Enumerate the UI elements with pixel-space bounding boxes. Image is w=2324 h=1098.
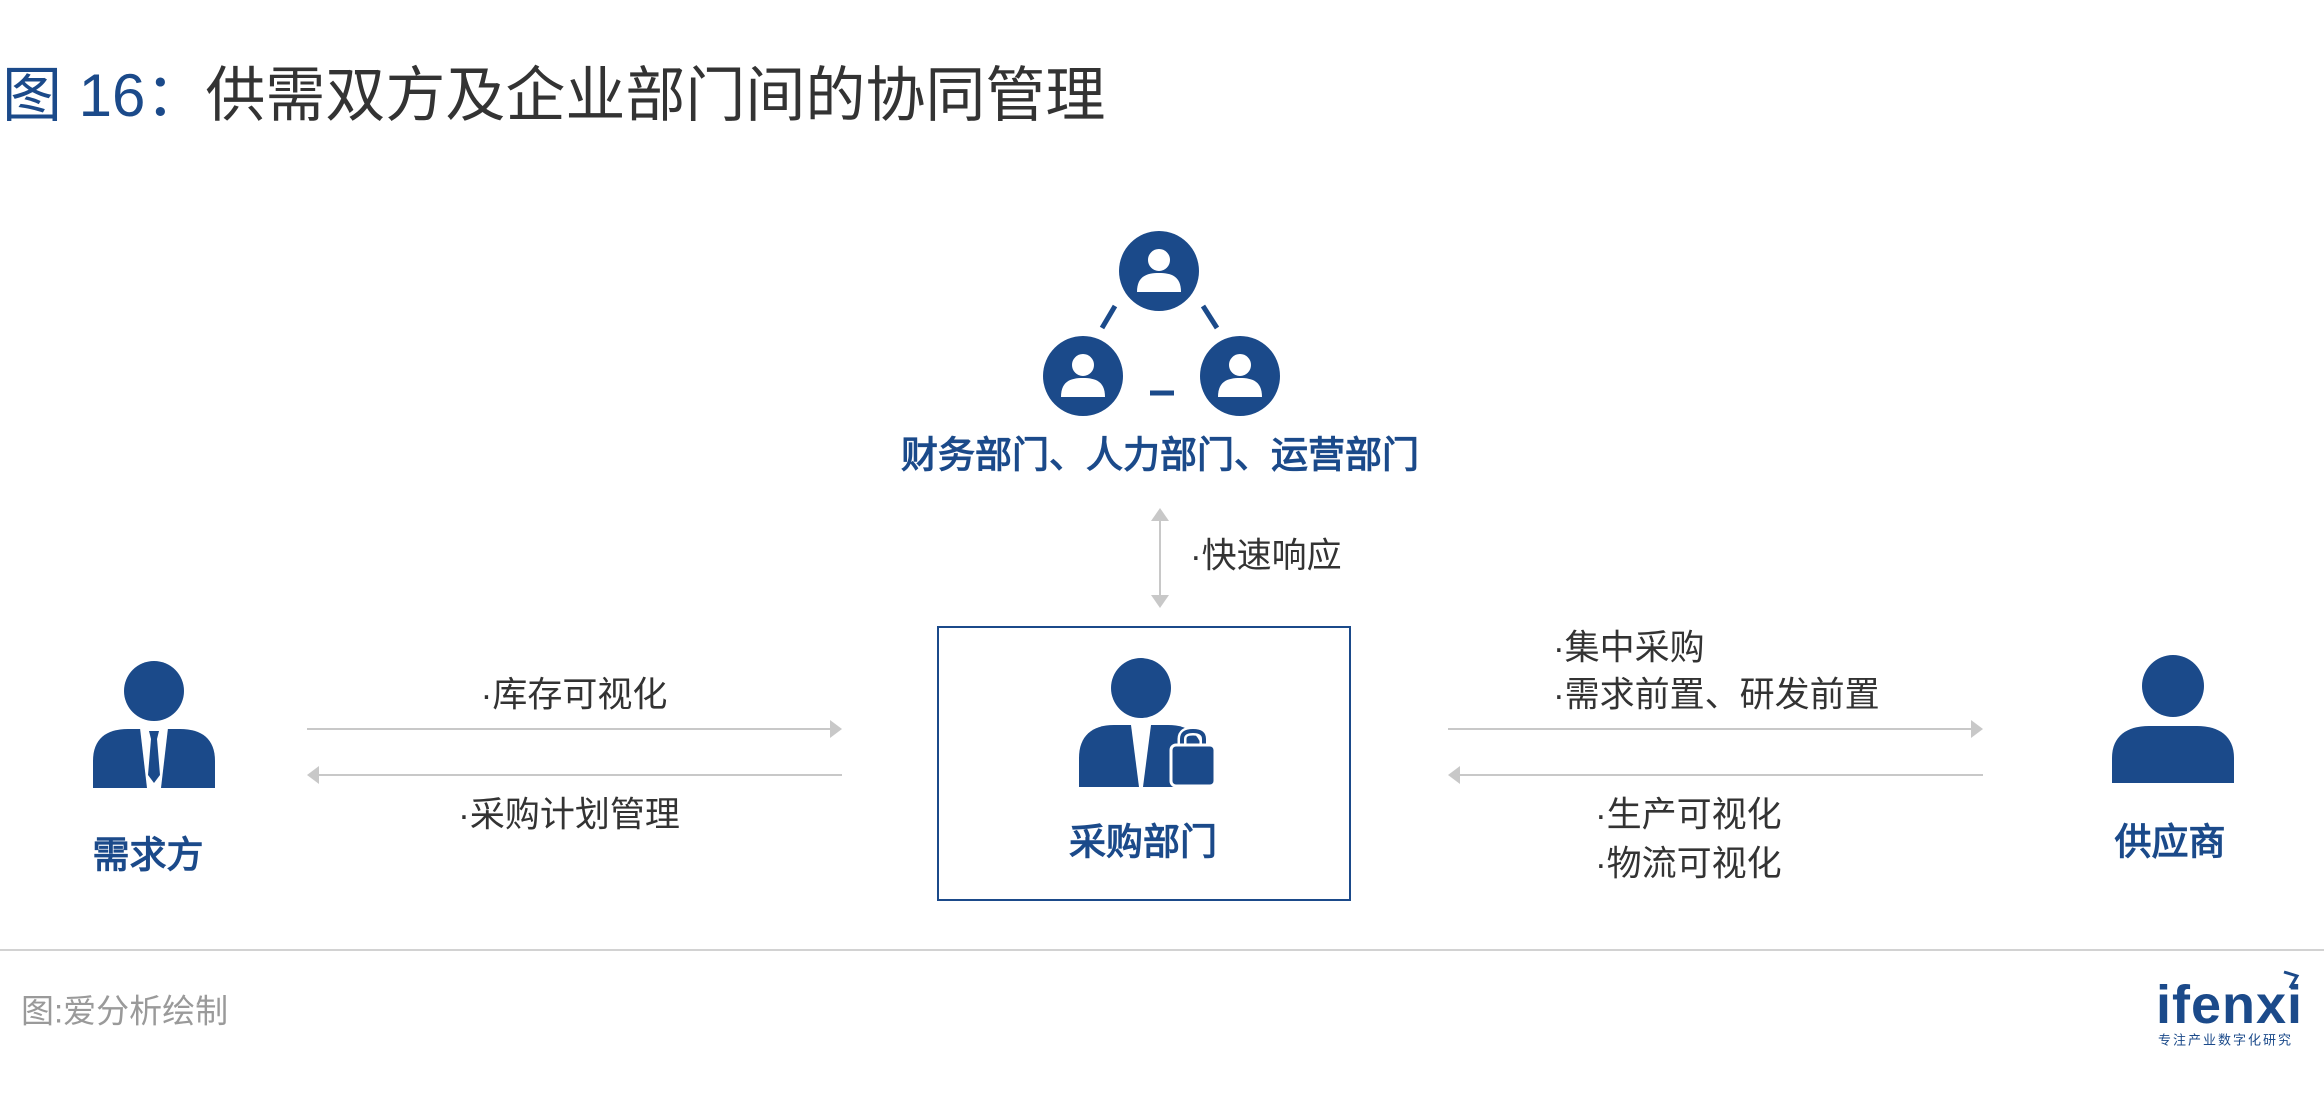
- logo-wordmark: ifenxi: [2156, 975, 2304, 1035]
- arrow-demand-to-procurement: [307, 720, 842, 738]
- procurement-to-demand-label: ·采购计划管理: [458, 795, 680, 835]
- person-icon: [2112, 655, 2234, 783]
- person-in-circle-icon: [1200, 336, 1280, 416]
- footer-divider: [0, 949, 2324, 951]
- figure-title-text: 供需双方及企业部门间的协同管理: [205, 62, 1106, 129]
- source-note: 图:爱分析绘制: [21, 992, 229, 1030]
- person-in-circle-icon: [1119, 231, 1199, 311]
- arrow-procurement-to-supplier: [1448, 720, 1983, 738]
- department-team-icon-group: [1043, 231, 1280, 416]
- person-in-circle-icon: [1043, 336, 1123, 416]
- team-connector-line: [1099, 304, 1118, 330]
- departments-label: 财务部门、人力部门、运营部门: [901, 434, 1419, 476]
- team-connector-line: [1200, 304, 1220, 330]
- procurement-to-supplier-label: ·集中采购: [1553, 628, 1705, 668]
- logo-arrow-icon: [2283, 970, 2300, 989]
- supplier-label: 供应商: [2114, 821, 2226, 863]
- figure-number: 图 16：: [2, 62, 206, 129]
- figure-title: 图 16：供需双方及企业部门间的协同管理: [2, 66, 1105, 126]
- arrow-procurement-to-demand: [307, 766, 842, 784]
- businessman-with-bag-icon: [1079, 658, 1217, 788]
- arrow-supplier-to-procurement: [1448, 766, 1983, 784]
- logo-tagline: 专注产业数字化研究: [2158, 1032, 2294, 1048]
- vertical-double-arrow: [1151, 508, 1169, 608]
- demand-side-label: 需求方: [92, 834, 204, 876]
- supplier-to-procurement-label: ·物流可视化: [1595, 844, 1782, 884]
- demand-to-procurement-label: ·库存可视化: [480, 675, 668, 715]
- procurement-to-supplier-label: ·需求前置、研发前置: [1553, 675, 1880, 715]
- businessman-icon: [93, 661, 215, 788]
- departments-link-label: ·快速响应: [1190, 536, 1342, 576]
- supplier-to-procurement-label: ·生产可视化: [1595, 795, 1782, 835]
- procurement-label: 采购部门: [1069, 821, 1217, 863]
